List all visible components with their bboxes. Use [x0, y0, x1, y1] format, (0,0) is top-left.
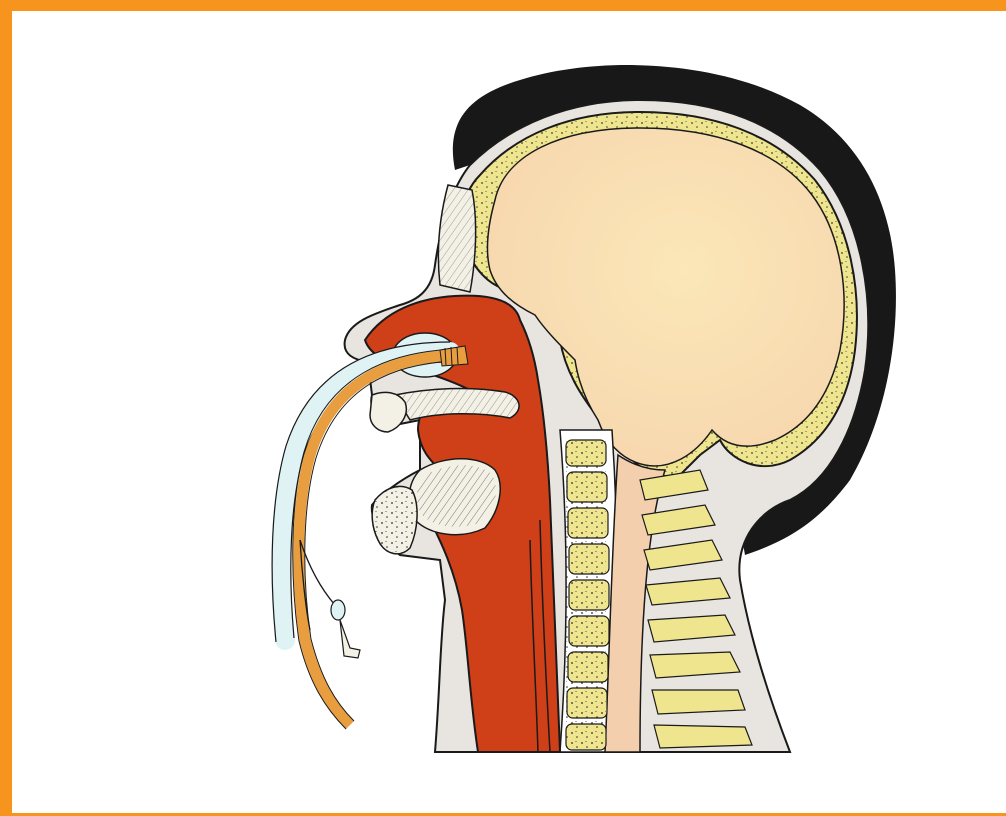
pilot-balloon: [331, 600, 345, 620]
vertebral-speckle: [566, 440, 606, 750]
pilot-valve: [340, 620, 360, 658]
tube-tip: [440, 346, 468, 366]
jaw-speckle: [372, 486, 417, 553]
tongue-hatch: [417, 465, 496, 526]
upper-lip: [370, 392, 406, 432]
